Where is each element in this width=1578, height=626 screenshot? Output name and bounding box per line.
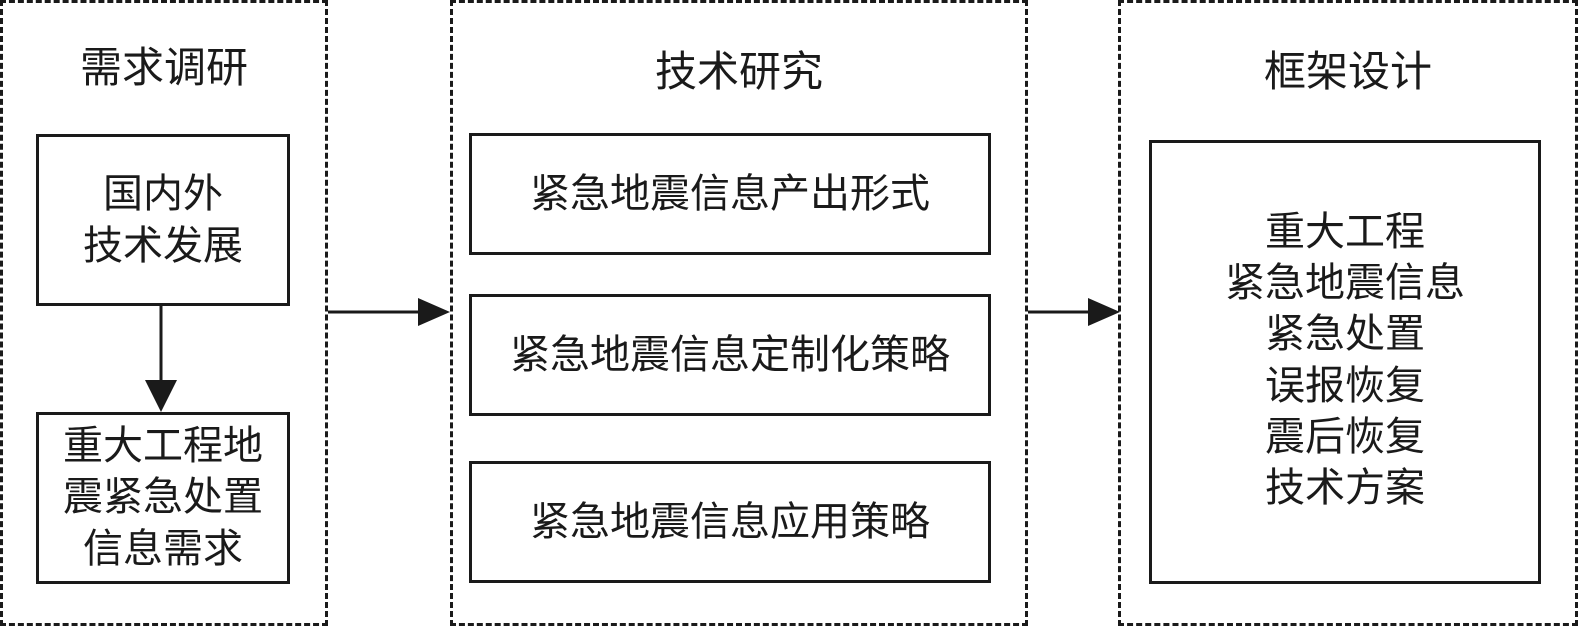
box-line: 震紧急处置	[63, 474, 263, 521]
panel-title-research: 技术研究	[654, 47, 823, 96]
box-research-output-form: 紧急地震信息产出形式	[469, 133, 991, 255]
box-line: 紧急处置	[1265, 311, 1425, 358]
panel-requirements: 需求调研	[0, 0, 328, 626]
box-line: 紧急地震信息	[1225, 260, 1465, 307]
box-research-application: 紧急地震信息应用策略	[469, 461, 991, 583]
box-line: 紧急地震信息产出形式	[530, 171, 930, 217]
box-line: 技术发展	[83, 223, 243, 269]
box-line: 紧急地震信息应用策略	[530, 499, 930, 545]
box-line: 震后恢复	[1265, 413, 1425, 460]
box-line: 重大工程	[1265, 209, 1425, 255]
arrowhead-right-1	[418, 298, 450, 326]
box-line: 信息需求	[83, 525, 243, 572]
box-line: 技术方案	[1265, 464, 1425, 511]
box-line: 紧急地震信息定制化策略	[510, 332, 950, 378]
box-line: 重大工程地	[63, 423, 263, 470]
box-line: 国内外	[103, 171, 223, 217]
box-research-customization: 紧急地震信息定制化策略	[469, 294, 991, 416]
panel-research: 技术研究	[450, 0, 1028, 626]
box-emergency-info-needs: 重大工程地 震紧急处置 信息需求	[36, 412, 290, 584]
panel-title-framework: 框架设计	[1263, 47, 1432, 96]
panel-title-requirements: 需求调研	[79, 43, 248, 92]
box-framework-plan: 重大工程 紧急地震信息 紧急处置 误报恢复 震后恢复 技术方案	[1149, 140, 1541, 584]
box-line: 误报恢复	[1265, 362, 1425, 409]
box-domestic-foreign-tech: 国内外 技术发展	[36, 134, 290, 306]
arrowhead-right-2	[1088, 298, 1120, 326]
